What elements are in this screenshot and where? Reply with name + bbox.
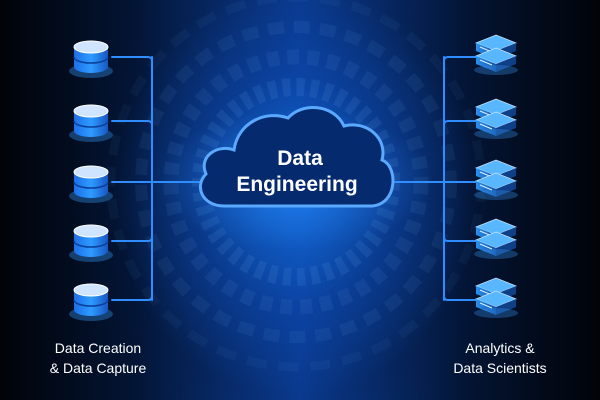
left-caption: Data Creation & Data Capture [18,338,178,378]
right-connector-line [443,295,477,301]
left-connector-line [111,236,153,242]
database-icon [69,104,113,142]
cloud-title-line1: Data [277,147,323,170]
server-icon [474,34,518,75]
right-caption: Analytics & Data Scientists [420,338,580,378]
right-caption-line1: Analytics & [465,340,535,356]
left-connector-line [111,56,153,62]
database-icon [69,283,113,321]
left-connector-line [111,120,153,126]
database-icon [69,40,113,78]
left-caption-line1: Data Creation [54,340,142,356]
database-icon [69,224,113,262]
right-connector-line [443,236,477,242]
server-icon [474,98,518,139]
server-icon [474,159,518,200]
cloud-icon [199,106,395,208]
cloud-node: Data Engineering [153,106,433,250]
right-caption-line2: Data Scientists [453,360,547,376]
right-connector-line [443,120,477,126]
cloud-title-line2: Engineering [236,173,357,196]
data-sources [69,40,113,321]
analytics-servers [474,34,518,318]
left-caption-line2: & Data Capture [49,360,147,376]
server-icon [474,277,518,318]
left-connector-line [111,295,153,301]
server-icon [474,218,518,259]
right-connector-line [443,56,477,62]
database-icon [69,165,113,203]
